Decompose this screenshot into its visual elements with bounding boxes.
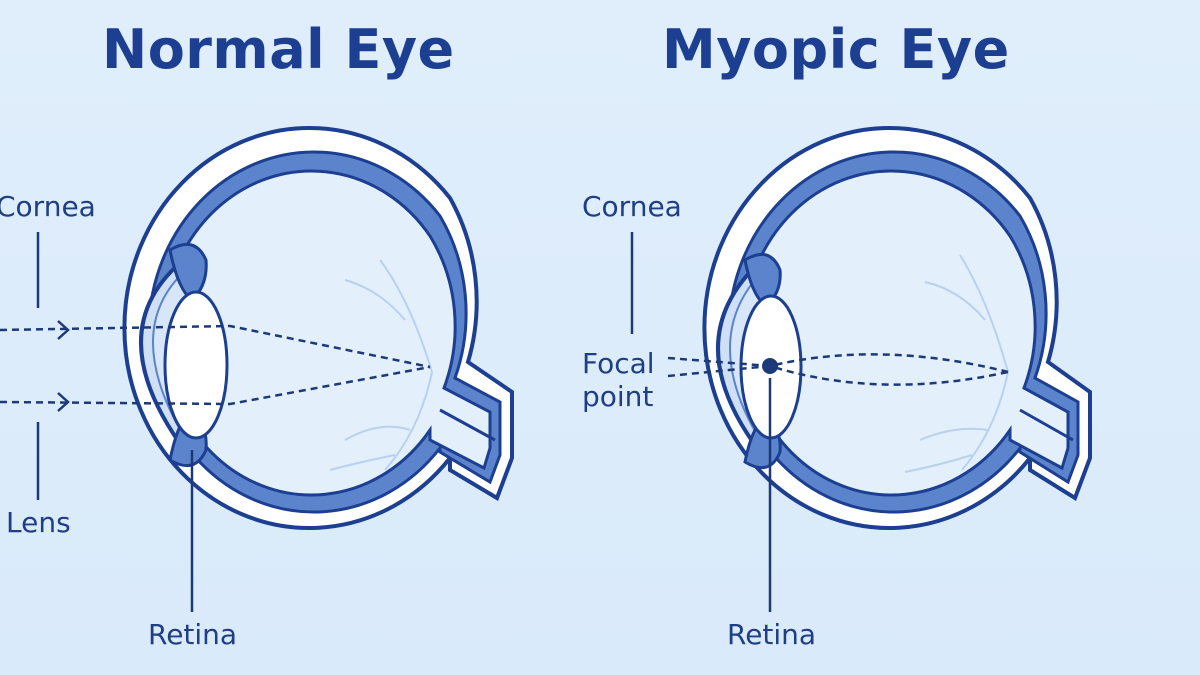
myopic-retina-label: Retina xyxy=(727,618,817,651)
normal-lens-label: Lens xyxy=(6,506,71,539)
normal-eye xyxy=(0,126,514,612)
normal-eye-sclera xyxy=(122,126,514,530)
normal-eye-lens xyxy=(163,290,229,440)
normal-eye-retinal-veins xyxy=(329,259,433,471)
normal-eye-light-rays xyxy=(0,324,431,406)
normal-cornea-label: Cornea xyxy=(0,190,96,223)
myopic-eye-light-rays xyxy=(667,353,1009,386)
normal-eye-ray-arrows xyxy=(57,320,70,412)
myopic-eye-retinal-veins xyxy=(904,254,1009,473)
myopic-eye xyxy=(630,126,1092,612)
focal-point-label-line2: point xyxy=(582,380,654,413)
myopic-cornea-label: Cornea xyxy=(582,190,682,223)
myopic-eye-title: Myopic Eye xyxy=(662,18,1010,81)
focal-point-dot xyxy=(762,358,778,374)
myopic-eye-sclera xyxy=(702,126,1092,530)
focal-point-label-line1: Focal xyxy=(582,347,655,380)
normal-eye-title: Normal Eye xyxy=(102,18,455,81)
normal-retina-label: Retina xyxy=(148,618,238,651)
